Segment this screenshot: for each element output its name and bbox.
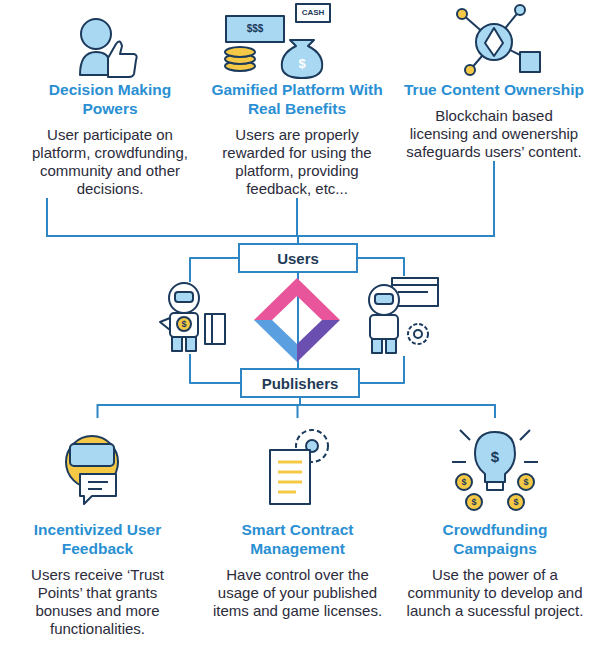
bill-icon xyxy=(296,4,330,22)
node-body: User participate on platform, crowdfundi… xyxy=(22,126,198,198)
node-heading: Users xyxy=(277,250,319,267)
node-heading: Decision Making Powers xyxy=(22,80,198,118)
network-icon xyxy=(457,5,540,75)
connector-line xyxy=(47,198,298,243)
icon-text: $$$ xyxy=(247,24,264,34)
icon-text: $ xyxy=(471,497,476,507)
coin-icon xyxy=(225,47,255,57)
icon-text: $ xyxy=(181,319,186,329)
node-heading: Gamified Platform With Real Benefits xyxy=(207,80,387,118)
feature-block: Decision Making PowersUser participate o… xyxy=(22,0,198,198)
hub-box: Users xyxy=(238,243,358,273)
feature-block: True Content OwnershipBlockchain based l… xyxy=(404,0,584,161)
connector-line xyxy=(98,398,301,418)
thumb-icon xyxy=(108,41,137,77)
node-heading: Crowdfunding Campaigns xyxy=(405,520,585,558)
node-body: Have control over the usage of your publ… xyxy=(210,566,385,620)
chat-icon xyxy=(66,436,118,504)
node-heading: Smart Contract Management xyxy=(210,520,385,558)
person-icon xyxy=(81,19,111,49)
hub-box: Publishers xyxy=(240,368,360,398)
node-body: Users receive ‘Trust Points’ that grants… xyxy=(10,566,185,638)
feature-block: Crowdfunding CampaignsUse the power of a… xyxy=(405,418,585,620)
feature-block: Gamified Platform With Real BenefitsUser… xyxy=(207,0,387,198)
astronaut-icon xyxy=(369,278,438,353)
feature-block: Smart Contract ManagementHave control ov… xyxy=(210,418,385,620)
astronaut-icon xyxy=(160,283,225,351)
connector-line xyxy=(300,398,495,418)
node-heading: Incentivized User Feedback xyxy=(10,520,185,558)
node-body: Blockchain based licensing and owenershi… xyxy=(404,107,584,161)
node-body: Users are properly rewarded for using th… xyxy=(207,126,387,198)
node-body: Use the power of a community to develop … xyxy=(405,566,585,620)
logo xyxy=(254,278,340,362)
icon-text: $ xyxy=(523,477,528,487)
person-icon xyxy=(80,52,110,75)
icon-text: $ xyxy=(461,477,466,487)
node-heading: True Content Ownership xyxy=(404,80,584,99)
icon-text: $ xyxy=(491,452,499,462)
money-bag-icon xyxy=(282,40,322,78)
node-heading: Publishers xyxy=(262,375,339,392)
icon-text: CASH xyxy=(302,8,325,18)
icon-text: $ xyxy=(513,497,518,507)
crowdfunding-icon xyxy=(452,430,538,510)
feature-block: Incentivized User FeedbackUsers receive … xyxy=(10,418,185,638)
leader-line xyxy=(190,258,404,383)
contract-icon xyxy=(270,430,328,504)
icon-text: $ xyxy=(298,59,305,69)
bill-icon xyxy=(226,16,284,42)
